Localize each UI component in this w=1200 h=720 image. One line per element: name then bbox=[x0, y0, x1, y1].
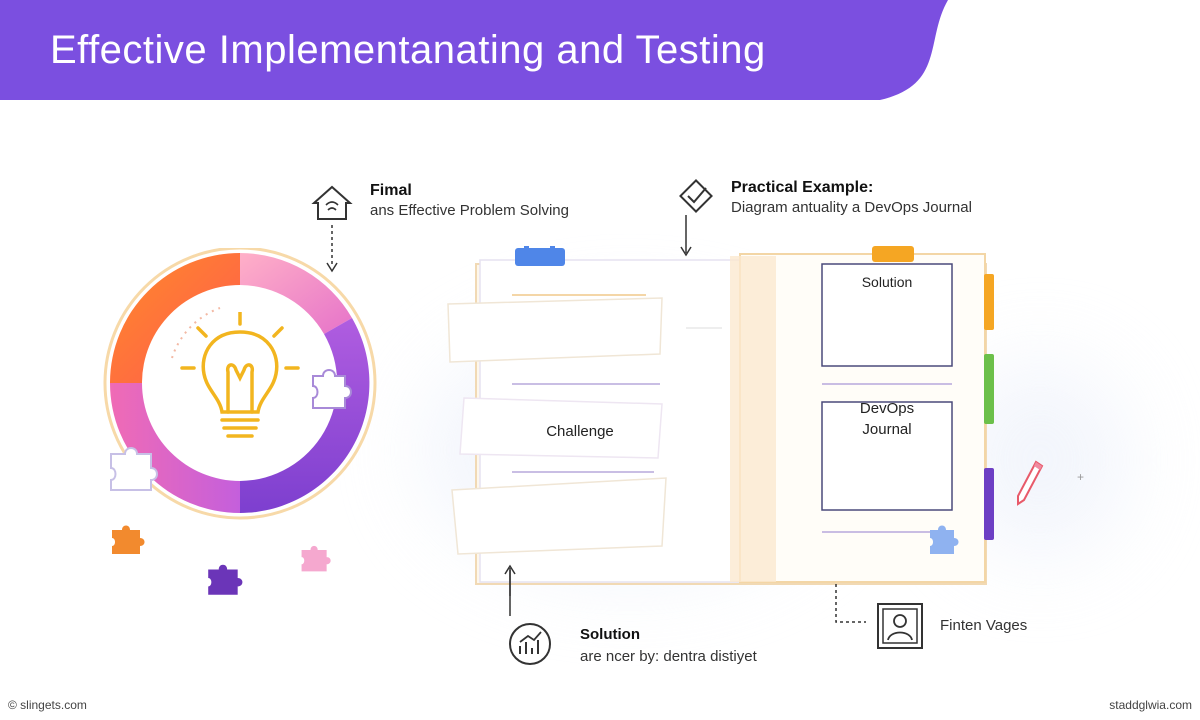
puzzle-icon bbox=[112, 525, 145, 554]
house-icon bbox=[310, 183, 354, 228]
pencil-icon bbox=[1017, 460, 1044, 506]
puzzle-icon bbox=[312, 369, 352, 409]
dotted-connector bbox=[835, 584, 866, 623]
top-left-title: Fimal bbox=[370, 182, 412, 199]
arrow-down bbox=[680, 215, 692, 257]
devops-journal-box-label: DevOps Journal bbox=[859, 400, 915, 438]
page-title: Effective Implementanating and Testing bbox=[50, 28, 766, 72]
bottom-right-label: Finten Vages bbox=[940, 617, 1028, 634]
journal-notebook bbox=[447, 246, 994, 596]
footer-right: staddglwia.com bbox=[1109, 698, 1192, 712]
header-banner: Effective Implementanating and Testing bbox=[0, 0, 1200, 100]
portrait-frame-icon bbox=[874, 600, 926, 657]
puzzle-icon bbox=[208, 564, 243, 595]
bottom-left-title: Solution bbox=[580, 626, 640, 643]
sparkle-icon: + bbox=[1077, 470, 1085, 484]
lightbulb-icon bbox=[180, 310, 300, 457]
idea-ring bbox=[103, 248, 377, 520]
puzzle-icon bbox=[110, 447, 158, 491]
chart-icon bbox=[508, 622, 552, 671]
bottom-left-subtitle: are ncer by: dentra distiyet bbox=[580, 648, 757, 665]
dotted-arrow-down bbox=[326, 225, 338, 273]
arrow-up bbox=[504, 564, 516, 616]
solution-box-label: Solution bbox=[861, 274, 913, 290]
footer-left: © slingets.com bbox=[8, 698, 87, 712]
banner-shape bbox=[0, 0, 948, 100]
diamond-check-icon bbox=[678, 178, 714, 219]
top-left-subtitle: ans Effective Problem Solving bbox=[370, 202, 569, 219]
challenge-card-label: Challenge bbox=[546, 423, 614, 440]
top-right-subtitle: Diagram antuality a DevOps Journal bbox=[731, 199, 972, 216]
top-right-title: Practical Example: bbox=[731, 179, 874, 196]
puzzle-icon bbox=[301, 545, 331, 572]
